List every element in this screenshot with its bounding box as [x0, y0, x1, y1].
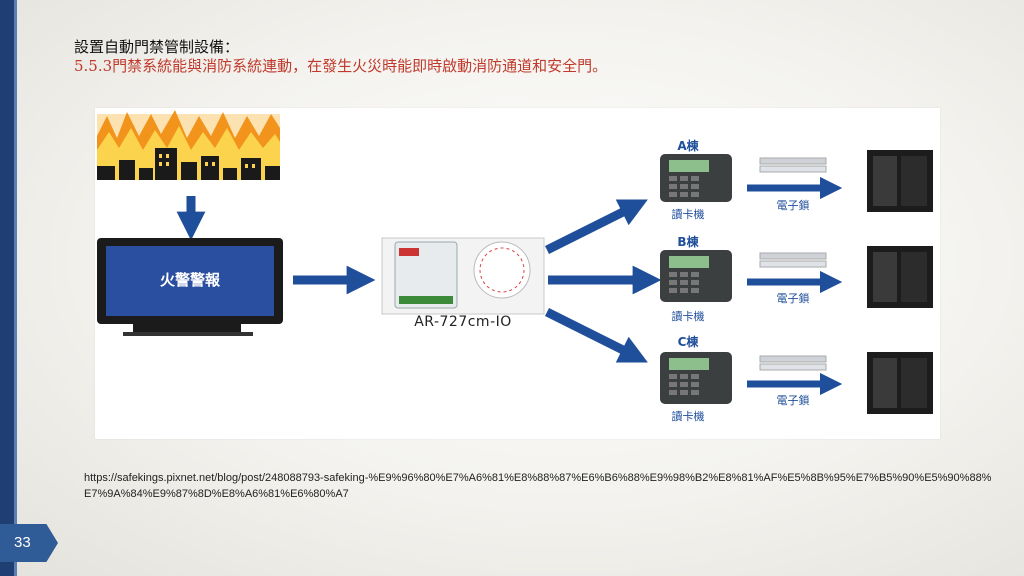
building-a-group: A棟 讀卡機 電子鎖 [660, 138, 933, 221]
building-c-label: C棟 [678, 334, 700, 349]
door-icon [867, 150, 933, 212]
electric-lock-icon [759, 252, 827, 268]
electric-lock-icon [759, 355, 827, 371]
lock-label: 電子鎖 [777, 198, 810, 212]
title-line-2: 5.5.3門禁系統能與消防系統連動，在發生火災時能即時啟動消防通道和安全門。 [74, 57, 608, 75]
slide-left-bar-accent [14, 0, 17, 576]
reader-label: 讀卡機 [672, 309, 705, 323]
source-url[interactable]: https://safekings.pixnet.net/blog/post/2… [84, 472, 992, 500]
reader-label: 讀卡機 [672, 409, 705, 423]
slide-left-bar [0, 0, 14, 576]
title-line-1: 設置自動門禁管制設備： [74, 38, 240, 56]
door-icon [867, 352, 933, 414]
slide-title: 設置自動門禁管制設備： 5.5.3門禁系統能與消防系統連動，在發生火災時能即時啟… [74, 38, 607, 76]
lock-label: 電子鎖 [777, 393, 810, 407]
arrow-controller-to-a [544, 199, 648, 255]
building-a-label: A棟 [677, 138, 699, 153]
alarm-monitor-icon [97, 238, 283, 336]
reader-label: 讀卡機 [672, 207, 705, 221]
card-reader-icon [660, 250, 732, 302]
controller-device-icon [381, 237, 545, 315]
door-icon [867, 246, 933, 308]
alarm-label: 火警警報 [160, 271, 221, 289]
page-number: 33 [0, 524, 58, 562]
building-b-group: B棟 讀卡機 電子鎖 [660, 234, 933, 323]
fire-linkage-diagram: 火警警報 AR-727cm-IO A棟 讀卡機 [95, 108, 940, 439]
building-b-label: B棟 [677, 234, 699, 249]
card-reader-icon [660, 154, 732, 202]
controller-label: AR-727cm-IO [414, 314, 512, 330]
fire-icon [97, 110, 280, 180]
building-c-group: C棟 讀卡機 電子鎖 [660, 334, 933, 423]
lock-label: 電子鎖 [777, 291, 810, 305]
electric-lock-icon [759, 157, 827, 173]
arrow-controller-to-c [544, 307, 648, 363]
card-reader-icon [660, 352, 732, 404]
